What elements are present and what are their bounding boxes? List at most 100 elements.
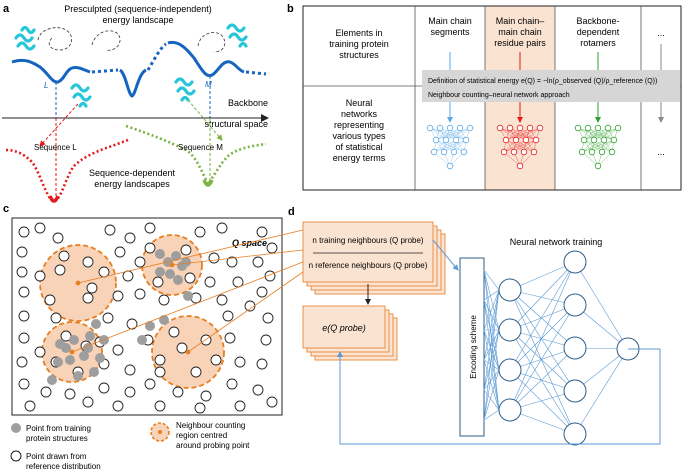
training-point: [65, 355, 75, 365]
training-point: [137, 335, 147, 345]
reference-point: [262, 312, 274, 324]
nn-node: [588, 148, 596, 156]
reference-point: [82, 292, 94, 304]
nn-edge: [483, 269, 500, 411]
legend-region-line1: Neighbour counting: [176, 421, 245, 430]
nn-node: [500, 148, 508, 156]
nn-edge: [483, 299, 500, 331]
encoding-scheme-box: [459, 257, 485, 437]
loop-left: [37, 27, 73, 51]
nn-edge: [483, 289, 500, 331]
ratio-card: [302, 221, 434, 283]
sequence-M-arrow: [187, 99, 223, 141]
nn-node: [502, 136, 510, 144]
reference-point: [194, 402, 206, 414]
nn-node: [614, 124, 622, 132]
nn-node: [516, 162, 524, 170]
nn-node: [498, 278, 522, 302]
reference-point: [16, 356, 28, 368]
definition-text: Definition of statistical energy e(Q) = …: [428, 78, 657, 85]
nn-node: [522, 136, 530, 144]
nn-node: [498, 358, 522, 382]
nn-node: [563, 293, 587, 317]
axis-label-line2: structural space: [204, 119, 268, 129]
panel-c: c Q space Point from training protein st…: [3, 203, 283, 471]
legend-reference-marker: [10, 450, 22, 462]
nn-edge: [509, 261, 576, 331]
reference-point: [244, 300, 256, 312]
nn-edge: [433, 151, 451, 167]
row2-header-line3: representing: [334, 120, 384, 130]
nn-edge: [509, 304, 576, 411]
training-point: [173, 275, 183, 285]
row2-ellipsis: ...: [657, 147, 665, 157]
training-point: [47, 375, 57, 385]
flow-arrow: [432, 239, 459, 271]
nn-node: [430, 148, 438, 156]
training-point: [61, 343, 71, 353]
reference-point: [34, 346, 46, 358]
col2-header-line2: main chain: [498, 27, 542, 37]
row1-header-line3: structures: [339, 50, 379, 60]
loop-mid: [91, 30, 121, 51]
reference-point: [200, 334, 212, 346]
landscape-curve-3: [167, 40, 245, 78]
reference-point: [24, 400, 36, 412]
panel-d-label: d: [288, 206, 295, 218]
nn-edge: [483, 409, 500, 421]
nn-edge: [509, 369, 576, 435]
nn-edge: [435, 127, 471, 141]
energy-text: e(Q probe): [322, 323, 366, 333]
reference-point: [18, 226, 30, 238]
training-point: [155, 267, 165, 277]
panel-a-title-line2: energy landscape: [102, 15, 173, 25]
nn-node: [450, 148, 458, 156]
nn-node: [590, 136, 598, 144]
reference-point: [134, 256, 146, 268]
nn-edge: [483, 299, 500, 371]
nn-edge: [509, 289, 576, 435]
nn-edge: [483, 329, 500, 411]
nn-edge: [509, 329, 576, 392]
nn-node: [563, 336, 587, 360]
approach-band: [422, 70, 680, 102]
reference-point: [208, 252, 220, 264]
nn-edge: [503, 139, 537, 153]
nn-node: [580, 136, 588, 144]
nn-node: [600, 136, 608, 144]
row2-header: Neural networks representing various typ…: [332, 98, 386, 163]
nn-node: [610, 136, 618, 144]
nn-edge: [483, 269, 500, 371]
row2-header-line4: various types: [332, 131, 386, 141]
nn-edge: [509, 409, 576, 435]
legend-region-line3: around probing point: [176, 441, 250, 450]
reference-point: [154, 354, 166, 366]
reference-point: [176, 342, 188, 354]
nn-node: [432, 136, 440, 144]
training-point: [181, 257, 191, 267]
reference-point: [232, 276, 244, 288]
connector-line: [187, 271, 304, 353]
reference-point: [180, 244, 192, 256]
training-point: [53, 357, 63, 367]
reference-point: [98, 382, 110, 394]
nn-edge: [581, 151, 599, 167]
row1-header-line1: Elements in: [335, 28, 382, 38]
nn-edge: [583, 127, 619, 141]
training-point: [69, 335, 79, 345]
landscape-curve-2: [118, 68, 147, 98]
nn-edge: [483, 369, 500, 391]
reference-point: [86, 282, 98, 294]
reference-point: [18, 310, 30, 322]
connector-line: [71, 261, 304, 353]
nn-node: [496, 124, 504, 132]
reference-point: [184, 272, 196, 284]
sequence-L-label: Sequence L: [34, 143, 77, 152]
reference-point: [194, 226, 206, 238]
nn-node: [512, 136, 520, 144]
reference-point: [82, 396, 94, 408]
nn-edge: [509, 289, 576, 392]
nn-edge: [574, 261, 629, 350]
col4-header: ...: [657, 28, 665, 38]
